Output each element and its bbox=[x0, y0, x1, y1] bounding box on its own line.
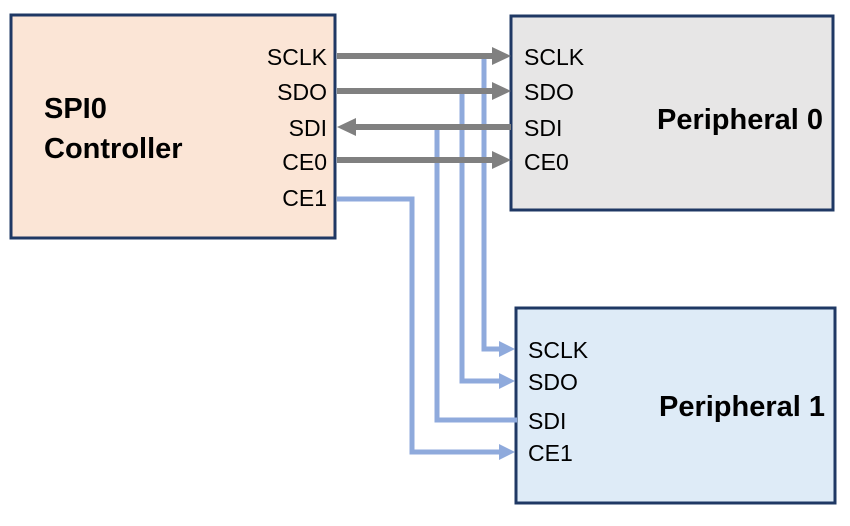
peripheral1-pin-sdi: SDI bbox=[528, 408, 566, 434]
net-sdo-arrowhead-peripheral1 bbox=[499, 373, 515, 389]
controller-pin-sdi: SDI bbox=[289, 115, 327, 141]
controller-pin-ce0: CE0 bbox=[282, 149, 327, 175]
peripheral1-pin-sdo: SDO bbox=[528, 369, 578, 395]
net-sdi-blue-branch-line bbox=[434, 127, 517, 423]
net-sclk-arrowhead-peripheral0 bbox=[492, 47, 511, 65]
peripheral0-pin-ce0: CE0 bbox=[524, 149, 569, 175]
net-ce0-arrowhead-peripheral0 bbox=[492, 151, 511, 169]
controller-title-line2: Controller bbox=[44, 133, 183, 165]
peripheral0-pin-sclk: SCLK bbox=[524, 44, 585, 70]
spi0-controller-box bbox=[9, 13, 337, 240]
peripheral1-title: Peripheral 1 bbox=[659, 391, 825, 423]
net-sdo-arrowhead-peripheral0 bbox=[492, 82, 511, 100]
net-sdo-blue-branch-line bbox=[459, 91, 500, 384]
peripheral0-pin-sdi: SDI bbox=[524, 115, 562, 141]
controller-pin-sdo: SDO bbox=[277, 79, 327, 105]
net-ce1-arrowhead-peripheral1 bbox=[499, 444, 515, 460]
net-sclk-arrowhead-peripheral1 bbox=[499, 341, 515, 357]
peripheral0-box bbox=[509, 14, 835, 212]
peripheral1-pin-ce1: CE1 bbox=[528, 440, 573, 466]
net-sdi-arrowhead-controller bbox=[337, 118, 356, 136]
net-sclk-blue-branch-line bbox=[481, 56, 500, 352]
peripheral1-pin-sclk: SCLK bbox=[528, 337, 589, 363]
controller-pin-sclk: SCLK bbox=[267, 44, 328, 70]
controller-pin-ce1: CE1 bbox=[282, 185, 327, 211]
net-ce1-blue-line bbox=[337, 196, 500, 455]
peripheral0-title: Peripheral 0 bbox=[657, 104, 823, 136]
peripheral1-box bbox=[514, 306, 837, 505]
controller-title-line1: SPI0 bbox=[44, 93, 107, 125]
peripheral0-pin-sdo: SDO bbox=[524, 79, 574, 105]
